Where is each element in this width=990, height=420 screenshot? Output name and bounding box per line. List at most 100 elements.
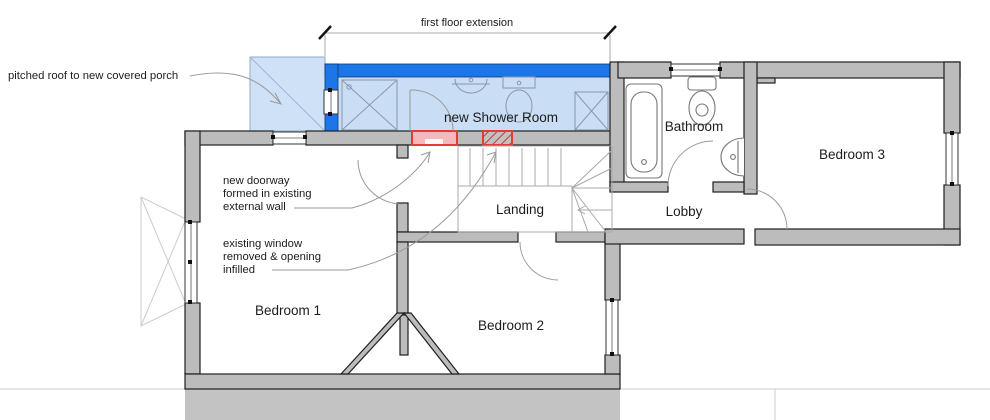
annotation-texts: pitched roof to new covered porch new do…: [8, 70, 321, 276]
new-doorway-annotation-line2: formed in existing: [223, 188, 312, 200]
stair-direction-arrowhead: [576, 205, 586, 215]
window-stop: [188, 220, 192, 224]
window-stop: [610, 352, 614, 356]
wall-segment: [604, 241, 621, 301]
bedroom2-window: [605, 298, 619, 356]
cupboard-outline: [574, 91, 609, 131]
shower-tray-cross: [341, 79, 398, 131]
window-stop: [950, 182, 954, 186]
bay-roof-hip-line: [140, 196, 187, 305]
bathtub-inner: [630, 91, 658, 173]
window-stop: [328, 112, 332, 116]
porch-window: [271, 131, 307, 145]
new-doorway-leader-line: [294, 151, 431, 209]
wash-basin-shower-room: [452, 77, 490, 94]
wall-segment: [555, 231, 606, 243]
chimney-diagonal: [339, 312, 406, 375]
chimney-stem: [396, 241, 409, 316]
infill-annotation-line1: existing window: [223, 238, 303, 250]
staircase: [457, 145, 613, 233]
ground-shadow: [185, 389, 620, 420]
new-doorway-highlight: [411, 130, 458, 146]
room-label-bathroom: Bathroom: [665, 119, 724, 134]
cupboard-shower-room: [574, 91, 609, 131]
wall-left-lower: [184, 302, 201, 375]
infill-leader-line: [272, 151, 497, 271]
new-doorway-annotation-line3: external wall: [223, 201, 286, 213]
room-label-shower: new Shower Room: [444, 110, 558, 125]
porch-roof-diagonal: [249, 56, 326, 132]
infill-annotation-line3: infilled: [223, 264, 255, 276]
wall-left-upper: [184, 130, 201, 223]
infill-annotation-line2: removed & opening: [223, 251, 321, 263]
bedroom1-door-arc: [357, 159, 403, 205]
bathroom-window: [669, 63, 722, 77]
room-label-lobby: Lobby: [666, 204, 703, 219]
basin-tap: [468, 77, 474, 83]
room-label-landing: Landing: [496, 202, 544, 217]
shower-tray-outline: [341, 79, 398, 131]
wall-segment: [712, 181, 745, 193]
window-stop: [610, 298, 614, 302]
window-stop: [950, 131, 954, 135]
wall-segment: [396, 144, 409, 159]
wall-segment: [511, 130, 613, 146]
porch-leader-line: [189, 72, 282, 105]
toilet-button: [516, 80, 522, 86]
new-doorway-opening: [425, 139, 443, 144]
window-stop: [188, 260, 192, 264]
bathtub-drain: [641, 159, 647, 165]
bathtub: [625, 83, 663, 179]
wall-segment: [609, 181, 669, 193]
toilet-bathroom: [687, 76, 717, 126]
wall-notch: [756, 77, 776, 84]
toilet-cistern: [502, 76, 536, 89]
basin-tap: [730, 154, 736, 160]
infill-leader-arrowhead: [486, 151, 497, 164]
bedroom1-bay-window: [184, 220, 198, 304]
dimension-tick: [318, 25, 332, 40]
existing-walls: [184, 61, 961, 390]
wall-bottom: [184, 373, 621, 390]
room-label-bedroom3: Bedroom 3: [819, 147, 885, 162]
window-stop: [303, 135, 307, 139]
stair-outline: [457, 145, 613, 233]
cupboard-cross: [574, 91, 609, 131]
dimension-first-floor-extension: first floor extension: [318, 17, 617, 61]
window-stop: [328, 88, 332, 92]
porch-annotation: pitched roof to new covered porch: [8, 70, 178, 82]
infilled-opening-highlight: [482, 130, 513, 146]
wall-segment: [943, 61, 961, 134]
new-doorway-annotation-line1: new doorway: [223, 175, 290, 187]
new-wall-top: [324, 63, 613, 78]
bedroom3-window: [945, 131, 959, 186]
toilet-bowl: [505, 89, 533, 123]
new-doorway-leader-arrowhead: [420, 151, 431, 164]
chimney-stem-lower: [399, 314, 409, 356]
wall-segment: [305, 130, 413, 146]
dimension-label: first floor extension: [421, 17, 513, 29]
toilet-shower-room: [502, 76, 536, 123]
wall-segment: [456, 130, 484, 146]
ground-floor-footprint: [0, 388, 990, 420]
room-labels: new Shower Room Landing Lobby Bathroom B…: [255, 110, 885, 333]
window-stop: [669, 67, 673, 71]
dimension-tick: [603, 25, 617, 40]
porch-leader-arrowhead: [269, 92, 283, 105]
shower-tray: [341, 79, 398, 131]
shower-valve: [346, 84, 352, 90]
windows: [184, 63, 959, 356]
toilet-bowl-inner: [695, 103, 709, 117]
toilet-cistern: [687, 76, 717, 91]
bedroom2-door-arc: [519, 241, 559, 281]
bathroom-fixtures: [625, 76, 745, 179]
wall-segment: [396, 202, 409, 233]
annotation-leaders: [189, 72, 497, 271]
wall-segment: [604, 354, 621, 375]
shower-room-fixtures: [341, 76, 609, 131]
stair-winder-line: [571, 167, 613, 189]
shower-door-arc: [409, 89, 454, 132]
bay-roof-outline: [140, 196, 187, 327]
